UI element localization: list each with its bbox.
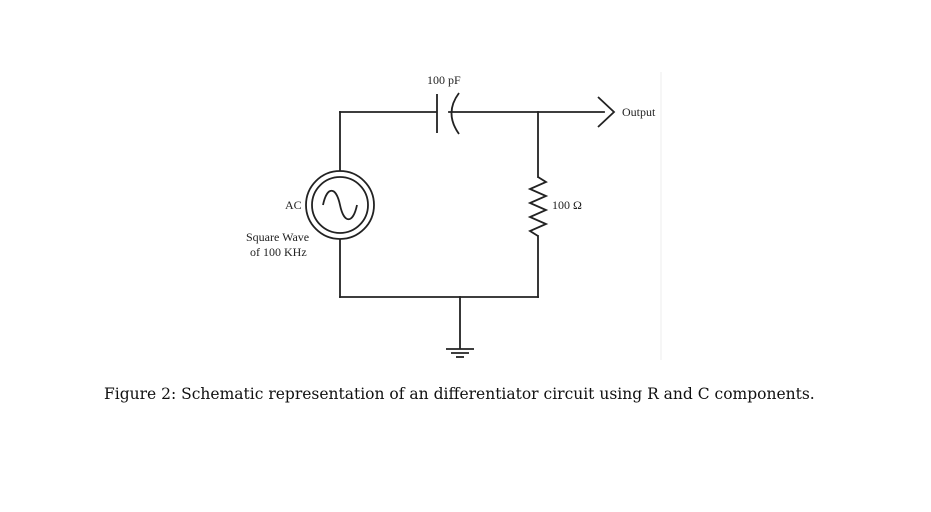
source-desc-line1: Square Wave xyxy=(246,230,309,244)
capacitor-label: 100 pF xyxy=(427,73,461,87)
output-label: Output xyxy=(622,105,656,119)
resistor-label: 100 Ω xyxy=(552,198,582,212)
ground-icon xyxy=(446,348,474,358)
ac-source-icon xyxy=(305,170,375,240)
source-desc-line2: of 100 KHz xyxy=(250,245,307,259)
output-arrow-icon xyxy=(597,96,616,128)
capacitor-icon xyxy=(436,92,460,135)
resistor-icon xyxy=(527,176,549,237)
figure-caption: Figure 2: Schematic representation of an… xyxy=(104,385,815,403)
source-label: AC xyxy=(285,198,302,212)
